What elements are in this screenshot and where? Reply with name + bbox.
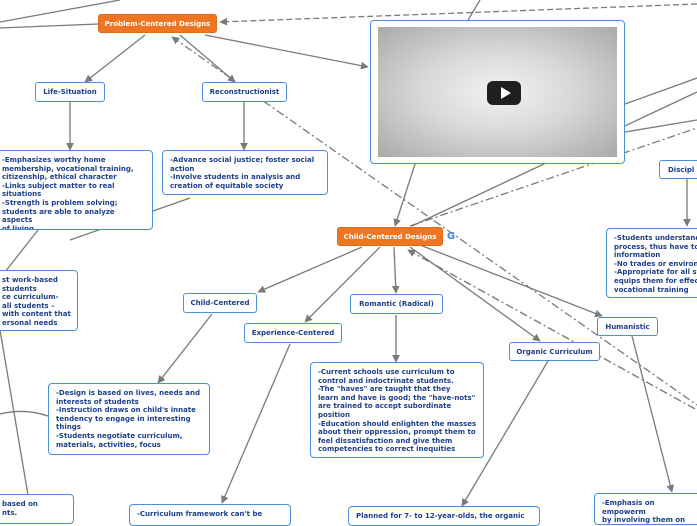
discipline-note[interactable]: -Students understand process, thus have … bbox=[606, 228, 697, 298]
humanistic-note[interactable]: -Emphasis on empowerm by involving them … bbox=[594, 493, 697, 525]
humanistic-node[interactable]: Humanistic bbox=[597, 317, 658, 336]
play-triangle bbox=[500, 87, 511, 99]
life-situation-node[interactable]: Life-Situation bbox=[35, 82, 105, 102]
experience-centered-node[interactable]: Experience-Centered bbox=[244, 323, 342, 343]
child-centered-designs-node[interactable]: Child-Centered Designs bbox=[337, 227, 443, 246]
organic-curriculum-note[interactable]: Planned for 7- to 12-year-olds, the orga… bbox=[348, 506, 540, 526]
experience-centered-note[interactable]: -Curriculum framework can't be bbox=[129, 504, 291, 526]
life-situation-note[interactable]: -Emphasizes worthy home membership, voca… bbox=[0, 150, 153, 230]
reconstructionist-note[interactable]: -Advance social justice; foster social a… bbox=[162, 150, 328, 195]
child-centered-node[interactable]: Child-Centered bbox=[183, 293, 257, 313]
child-centered-note[interactable]: -Design is based on lives, needs and int… bbox=[48, 383, 210, 455]
romantic-radical-node[interactable]: Romantic (Radical) bbox=[350, 294, 443, 314]
play-icon[interactable] bbox=[487, 81, 521, 105]
reconstructionist-node[interactable]: Reconstructionist bbox=[202, 82, 287, 102]
left-middle-note[interactable]: st work-based students ce curriculum- al… bbox=[0, 270, 78, 331]
google-icon[interactable]: G bbox=[446, 231, 456, 242]
video-embed[interactable] bbox=[370, 20, 625, 164]
discipline-node[interactable]: Discipl bbox=[659, 160, 697, 179]
romantic-radical-note[interactable]: -Current schools use curriculum to contr… bbox=[310, 362, 484, 458]
organic-curriculum-node[interactable]: Organic Curriculum bbox=[509, 342, 600, 361]
problem-centered-designs-node[interactable]: Problem-Centered Designs bbox=[98, 14, 217, 33]
video-thumbnail[interactable] bbox=[378, 27, 617, 157]
